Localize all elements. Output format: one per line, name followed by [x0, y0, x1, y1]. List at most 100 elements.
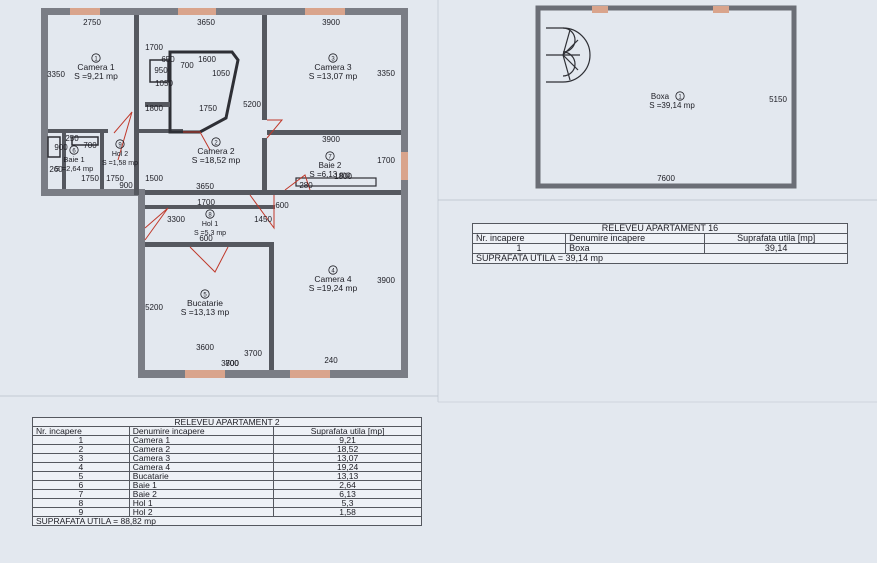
dimension-label: 3600 — [196, 343, 214, 352]
room-name: Boxa — [651, 92, 670, 101]
room-number: 8 — [208, 213, 212, 219]
column-header: Nr. incapere — [471, 233, 567, 244]
room-number-circle — [325, 151, 335, 161]
dimension-label: 3350 — [47, 70, 65, 79]
room-number-circle — [328, 53, 338, 63]
room-number-circle — [91, 53, 101, 63]
room-area: S =19,24 mp — [309, 283, 358, 293]
column-header: Suprafata utila [mp] — [704, 233, 848, 244]
room-area: S =18,52 mp — [192, 155, 241, 165]
room-number: 3 — [331, 57, 335, 63]
dimension-label: 1450 — [254, 215, 272, 224]
room-area: S =13,07 mp — [309, 71, 358, 81]
room-number-circle — [115, 139, 125, 149]
room-number: 5 — [203, 293, 207, 299]
dimension-label: 1500 — [145, 174, 163, 183]
dimension-label: 1700 — [197, 198, 215, 207]
dimension-label: 600 — [275, 201, 289, 210]
room-number: 9 — [118, 143, 122, 149]
room-area: S =13,13 mp — [181, 307, 230, 317]
dimension-label: 1050 — [155, 79, 173, 88]
room-name: Camera 2 — [197, 146, 235, 156]
dimension-label: 1800 — [334, 172, 352, 181]
dimension-label: 1700 — [377, 156, 395, 165]
table-total: SUPRAFATA UTILA = 39,14 mp — [472, 253, 848, 264]
dimension-label: 3350 — [377, 69, 395, 78]
room-number-circle — [328, 265, 338, 275]
dimension-label: 3650 — [197, 18, 215, 27]
room-number-circle — [675, 91, 685, 101]
room-name: Baie 2 — [319, 161, 342, 170]
room-number: 1 — [94, 57, 98, 63]
dimension-label: 3700 — [244, 349, 262, 358]
room-number: 1 — [678, 95, 682, 101]
dimension-label: 3900 — [322, 18, 340, 27]
dimension-label: 250 — [65, 134, 79, 143]
apartment-2-plan — [41, 8, 408, 378]
spiral-stair-icon — [546, 27, 591, 83]
room-name: Bucatarie — [187, 298, 223, 308]
dimension-label: 1750 — [81, 174, 99, 183]
dimension-label: 3300 — [167, 215, 185, 224]
table-cell: 1 — [471, 243, 567, 254]
room-number: 4 — [331, 269, 335, 275]
room-number-circle — [205, 209, 215, 219]
room-area: S =5,3 mp — [194, 230, 226, 237]
table-cell: 39,14 — [704, 243, 848, 254]
dimension-label: 1700 — [145, 43, 163, 52]
dimension-label: 1750 — [106, 174, 124, 183]
dimension-label: 700 — [83, 141, 97, 150]
dimension-label: 3650 — [196, 182, 214, 191]
table-cell: 1,58 — [273, 507, 422, 517]
table-cell: Boxa — [565, 243, 706, 254]
dimension-label: 5200 — [145, 303, 163, 312]
room-area: S =39,14 mp — [649, 101, 695, 110]
room-number-circle — [200, 289, 210, 299]
room-number: 7 — [328, 155, 332, 161]
room-name: Camera 4 — [314, 274, 352, 284]
dimension-label: 600 — [199, 234, 213, 243]
dimension-label: 260 — [49, 165, 63, 174]
room-area: S =9,21 mp — [74, 71, 118, 81]
boxa-plan — [535, 5, 797, 189]
dimension-label: 900 — [119, 181, 133, 190]
dimension-label: 3700 — [221, 359, 239, 368]
room-number-circle — [69, 145, 79, 155]
room-name: Hol 1 — [202, 221, 218, 228]
table-apartment-16: RELEVEU APARTAMENT 16 Nr. incapere Denum… — [471, 223, 848, 264]
room-area: S =6,13 mp — [309, 170, 351, 179]
dimension-label: 2750 — [83, 18, 101, 27]
table-apartment-2: RELEVEU APARTAMENT 2 Nr. incapere Denumi… — [32, 417, 422, 526]
dimension-label: 1050 — [212, 69, 230, 78]
dimension-label: 240 — [324, 356, 338, 365]
column-header: Denumire incapere — [565, 233, 706, 244]
room-name: Baie 1 — [63, 155, 84, 164]
dimension-label: 3900 — [322, 135, 340, 144]
room-number-circle — [211, 137, 221, 147]
room-name: Camera 3 — [314, 62, 352, 72]
column-header: Denumire incapere — [128, 426, 275, 436]
dimension-label: 1800 — [145, 104, 163, 113]
room-number: 2 — [214, 141, 218, 147]
dimension-label: 950 — [154, 66, 168, 75]
dimension-label: 280 — [299, 181, 313, 190]
table-title: RELEVEU APARTAMENT 16 — [472, 223, 848, 234]
table-total: SUPRAFATA UTILA = 88,82 mp — [32, 516, 422, 526]
room-number: 6 — [72, 149, 76, 155]
dimension-label: 1600 — [198, 55, 216, 64]
dimension-label: 700 — [180, 61, 194, 70]
room-area: S =2,64 mp — [55, 164, 94, 173]
room-area: S =1,58 mp — [102, 160, 138, 167]
dimension-label: 5200 — [243, 100, 261, 109]
table-title: RELEVEU APARTAMENT 2 — [32, 417, 422, 427]
dimension-label: 3900 — [377, 276, 395, 285]
